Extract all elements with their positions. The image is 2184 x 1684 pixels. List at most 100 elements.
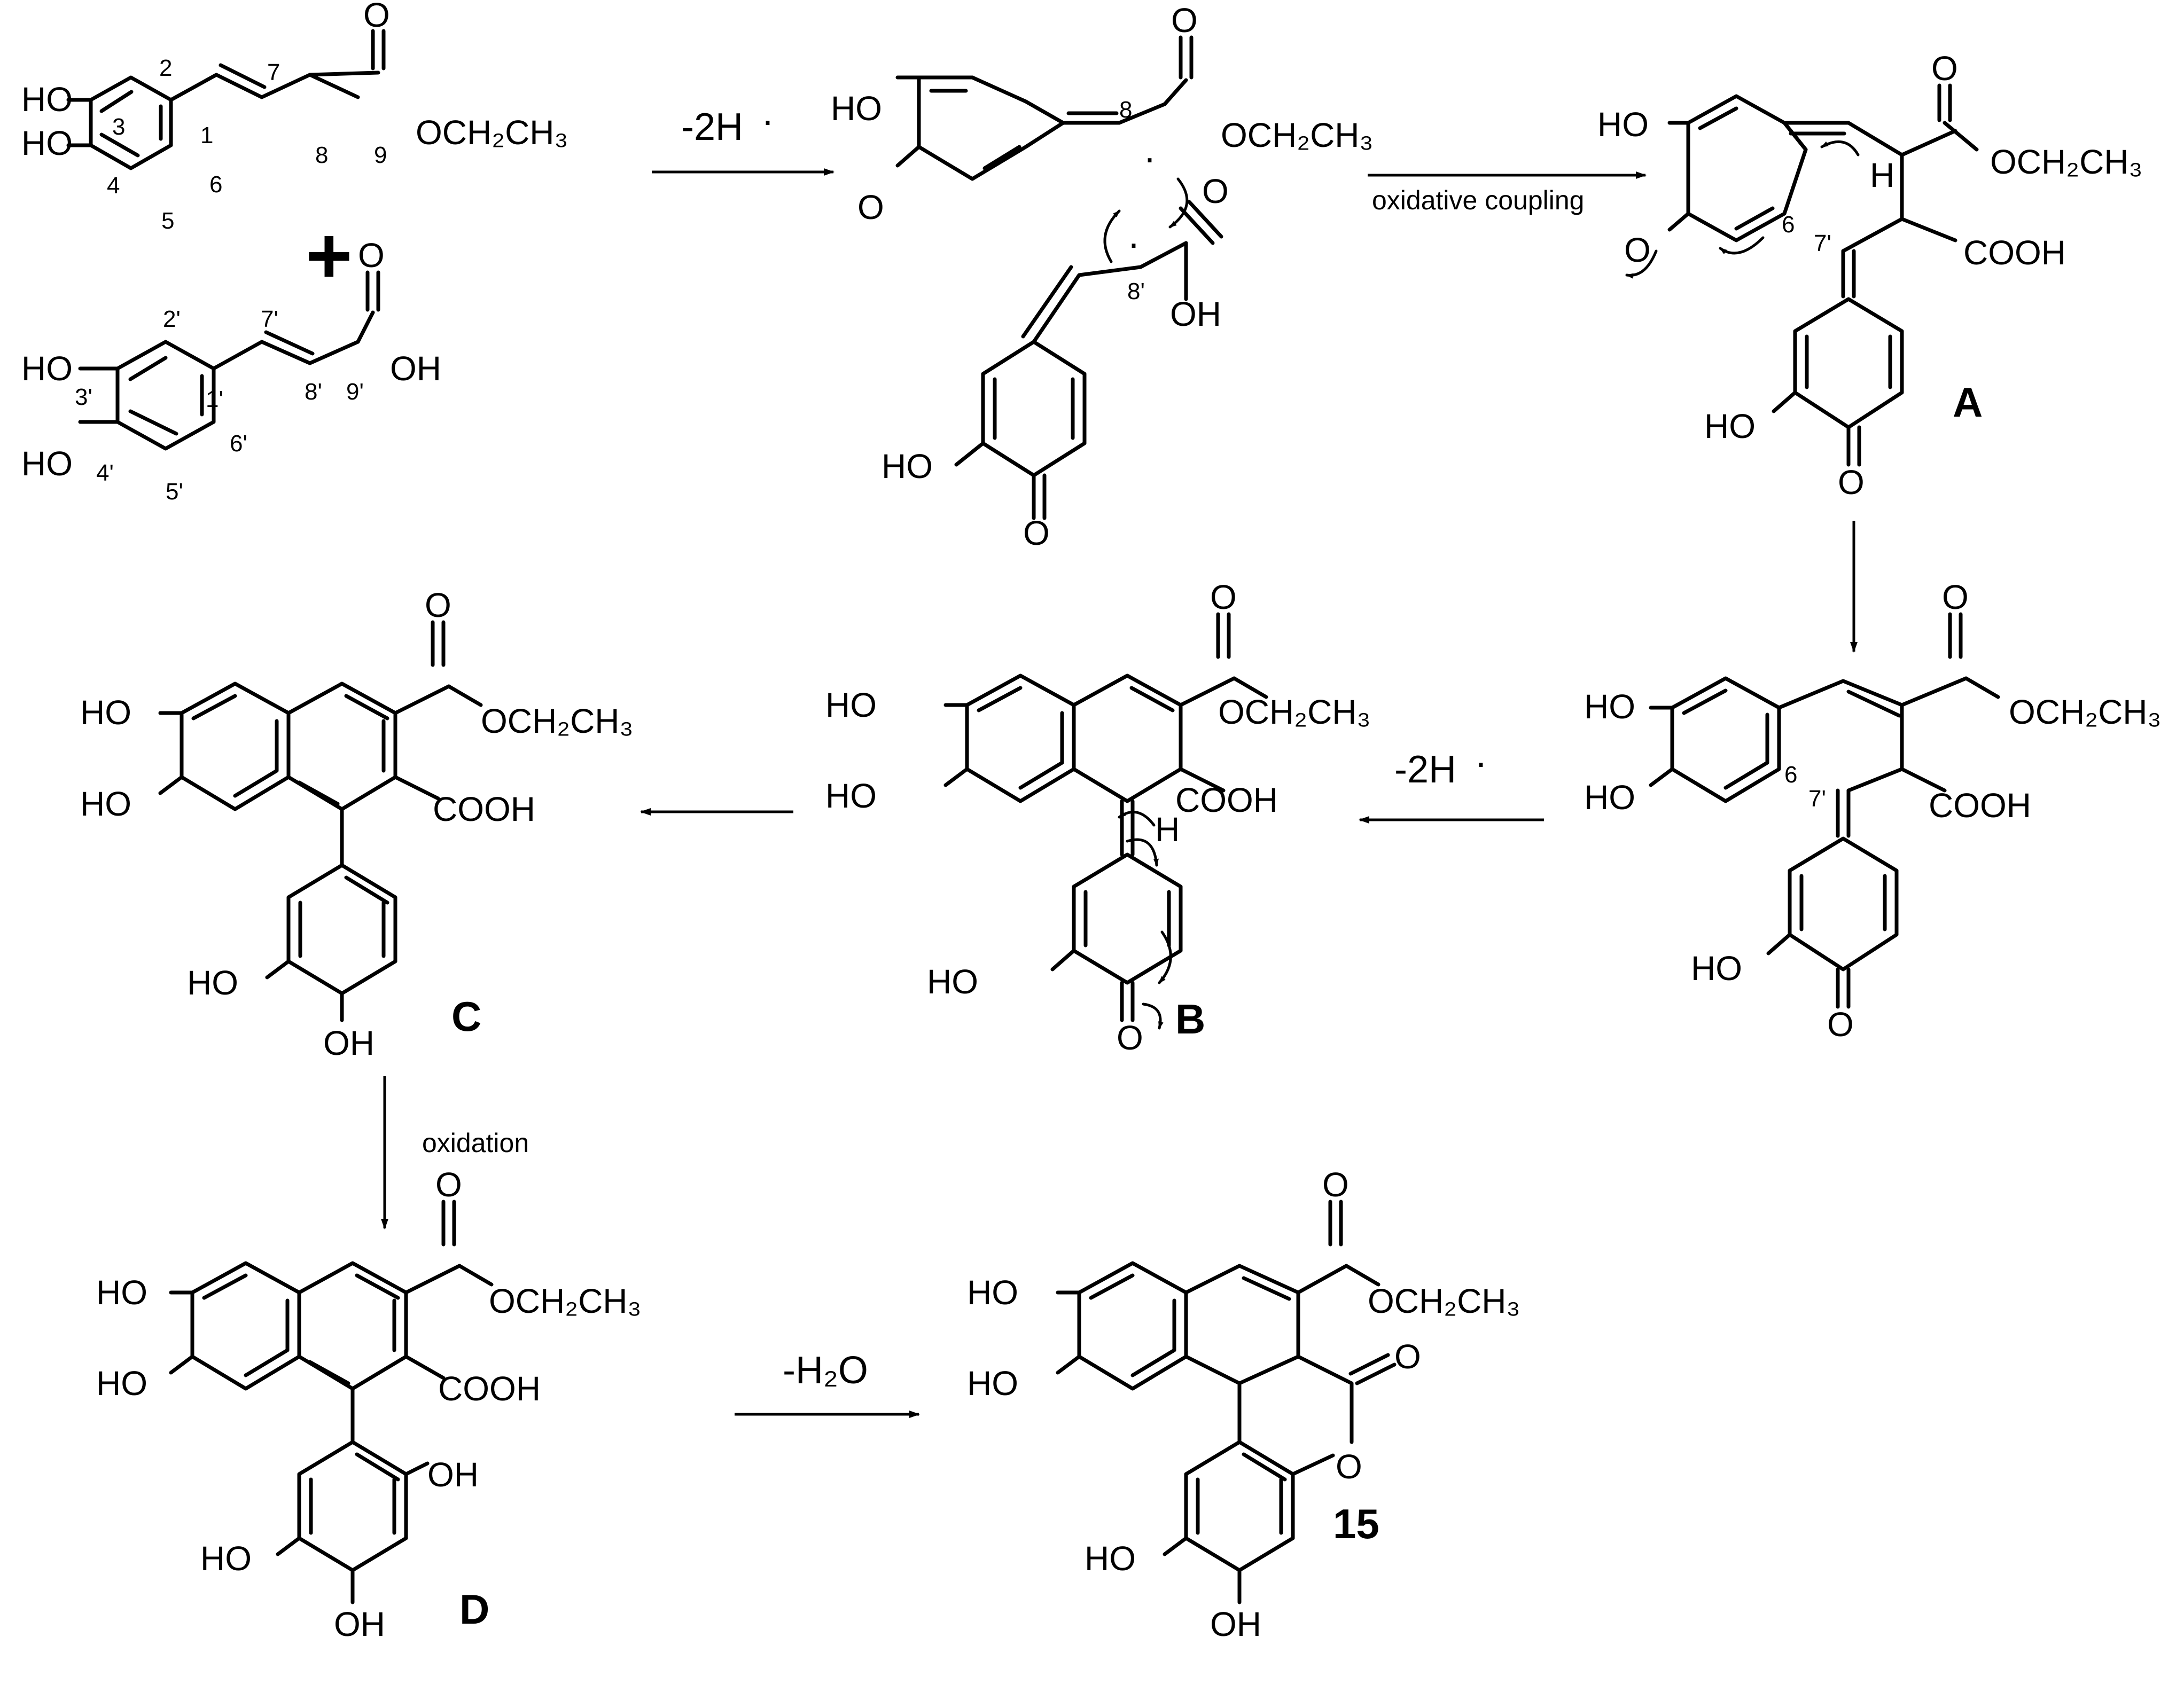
ho-label: HO: [1584, 778, 1635, 817]
radical-quinone-methide-ester: HO O O OCH₂CH₃ 8 ·: [831, 1, 1374, 229]
oxygen-label: O: [363, 0, 390, 34]
condition-dehydrogenation: -2H: [681, 106, 743, 148]
intermediate-c: HO HO O OCH₂CH₃ COOH HO OH C: [80, 586, 634, 1062]
oxygen-label: O: [1827, 1005, 1854, 1044]
compound-label-c: C: [451, 993, 481, 1040]
oxygen-label: O: [857, 188, 884, 226]
position-number: 7': [1808, 786, 1826, 812]
cooh-label: COOH: [1175, 781, 1278, 819]
arrow-dehydration: -H₂O: [735, 1349, 920, 1418]
ring-oxygen-label: O: [1336, 1447, 1362, 1486]
position-number: 2: [159, 55, 172, 81]
ho-label: HO: [96, 1364, 147, 1403]
hydrogen-label: H: [1155, 810, 1180, 849]
ho-label: HO: [927, 962, 978, 1001]
oxygen-label: O: [1838, 463, 1865, 502]
position-number: 6: [1782, 212, 1795, 238]
oxygen-label: O: [1394, 1337, 1421, 1376]
position-number: 2': [163, 306, 181, 332]
oh-label: OH: [390, 349, 441, 388]
radical-quinone-methide-acid: O OH HO O 8' ·: [882, 172, 1229, 552]
oxygen-label: O: [1942, 578, 1969, 616]
ho-label: HO: [1691, 949, 1742, 988]
ho-label: HO: [967, 1273, 1018, 1312]
ho-label: HO: [21, 444, 73, 483]
ho-label: HO: [967, 1364, 1018, 1403]
oxygen-label: O: [435, 1165, 462, 1204]
position-number: 6': [230, 430, 247, 457]
ho-label: HO: [1085, 1539, 1136, 1578]
compound-label-b: B: [1175, 996, 1205, 1043]
condition-dehydration: -H₂O: [783, 1349, 868, 1392]
cooh-label: COOH: [433, 790, 535, 828]
radical-dot: ·: [1143, 137, 1156, 179]
ester-label: OCH₂CH₃: [1221, 116, 1374, 154]
ho-label: HO: [187, 964, 238, 1002]
compound-label-d: D: [459, 1586, 489, 1633]
oh-label: OH: [1210, 1605, 1261, 1643]
ho-label: HO: [96, 1273, 147, 1312]
oxygen-label: O: [358, 236, 385, 275]
ester-label: OCH₂CH₃: [1990, 143, 2143, 181]
position-number: 8: [315, 142, 328, 168]
arrow-oxidation: oxidation: [381, 1076, 529, 1229]
condition-oxidation: oxidation: [422, 1128, 529, 1158]
ester-label: OCH₂CH₃: [416, 113, 568, 152]
position-number: 5': [166, 479, 183, 505]
position-number: 3': [75, 384, 92, 410]
radical-dot: ·: [761, 99, 774, 142]
radical-dot: ·: [1475, 741, 1487, 784]
ho-label: HO: [21, 124, 73, 162]
ho-label: HO: [80, 693, 131, 732]
plus-sign: +: [306, 210, 353, 300]
oxygen-label: O: [1931, 49, 1958, 88]
position-number: 9: [374, 142, 387, 168]
compound-label-a: A: [1953, 379, 1983, 426]
position-number: 9': [346, 379, 364, 405]
position-number: 4: [107, 173, 120, 199]
position-number: 1: [200, 122, 213, 148]
radical-dot: ·: [1127, 222, 1140, 265]
ester-label: OCH₂CH₃: [1368, 1282, 1520, 1320]
ho-label: HO: [1597, 105, 1649, 144]
oxygen-label: O: [1210, 578, 1237, 616]
position-number: 7': [1814, 230, 1831, 256]
ester-label: OCH₂CH₃: [2009, 693, 2162, 731]
arrow-dehydrogenation-2: -2H ·: [1359, 741, 1544, 824]
arrow-oxidative-coupling: oxidative coupling: [1368, 171, 1647, 215]
reactant-caffeic-acid: HO HO O OH 2' 3' 4' 5' 6' 1' 7' 8' 9': [21, 236, 441, 505]
cooh-label: COOH: [438, 1369, 541, 1408]
ho-label: HO: [21, 349, 73, 388]
reactant-ethyl-caffeate: HO HO O OCH₂CH₃ 2 3 4 5 6 1 7 8 9: [21, 0, 568, 234]
oxygen-label: O: [1322, 1165, 1349, 1204]
position-number: 8: [1119, 97, 1132, 123]
hydrogen-label: H: [1870, 156, 1894, 194]
cooh-label: COOH: [1963, 233, 2066, 272]
intermediate-a: HO O O OCH₂CH₃ COOH H HO O 6 7' A: [1597, 49, 2143, 502]
cooh-label: COOH: [1929, 786, 2031, 825]
ho-label: HO: [882, 447, 933, 485]
ho-label: HO: [825, 777, 877, 815]
position-number: 4': [96, 460, 114, 486]
ho-label: HO: [1704, 407, 1756, 445]
position-number: 6: [209, 171, 222, 198]
ho-label: HO: [831, 89, 882, 128]
product-15: HO HO O OCH₂CH₃ O O HO OH 15: [967, 1165, 1520, 1643]
condition-oxidative-coupling: oxidative coupling: [1372, 185, 1585, 215]
ho-label: HO: [80, 785, 131, 823]
ho-label: HO: [200, 1539, 252, 1578]
oh-label: OH: [334, 1605, 385, 1643]
arrow-dehydrogenation-1: -2H ·: [652, 99, 834, 176]
ester-label: OCH₂CH₃: [481, 702, 634, 740]
intermediate-tautomer: HO HO O OCH₂CH₃ COOH HO O 6 7': [1584, 578, 2162, 1044]
oxygen-label: O: [1624, 231, 1651, 269]
oxygen-label: O: [1171, 1, 1198, 40]
ester-label: OCH₂CH₃: [489, 1282, 642, 1320]
oxygen-label: O: [1202, 172, 1229, 210]
oh-label: OH: [323, 1024, 375, 1062]
oh-label: OH: [1170, 295, 1221, 333]
position-number: 8': [1127, 278, 1145, 304]
position-number: 5: [161, 208, 174, 234]
ho-label: HO: [21, 80, 73, 119]
